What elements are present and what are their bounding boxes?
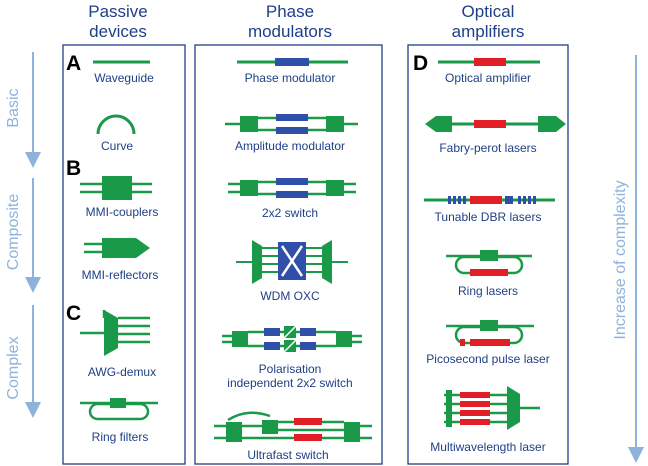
optical-amplifier-icon xyxy=(438,58,540,66)
label-waveguide: Waveguide xyxy=(94,71,154,85)
header-amplifiers-line2: amplifiers xyxy=(452,22,525,41)
label-tunable-dbr: Tunable DBR lasers xyxy=(435,210,542,224)
label-awg-demux: AWG-demux xyxy=(88,365,156,379)
letter-c: C xyxy=(66,302,81,325)
label-picosecond: Picosecond pulse laser xyxy=(426,352,549,366)
label-ring-lasers: Ring lasers xyxy=(458,284,518,298)
amplitude-modulator-icon xyxy=(225,114,358,134)
header-passive-line1: Passive xyxy=(88,2,148,21)
side-label-composite: Composite xyxy=(5,194,22,271)
label-amplitude-modulator: Amplitude modulator xyxy=(235,139,345,153)
side-label-basic: Basic xyxy=(5,88,22,127)
passive-devices-box xyxy=(62,44,186,465)
fabry-perot-laser-icon xyxy=(425,116,566,132)
label-fabry-perot: Fabry-perot lasers xyxy=(439,141,536,155)
header-amplifiers-line1: Optical xyxy=(462,2,515,21)
letter-a: A xyxy=(66,52,81,75)
label-ultrafast-switch: Ultrafast switch xyxy=(247,448,328,462)
letter-d: D xyxy=(413,52,428,75)
label-phase-modulator: Phase modulator xyxy=(245,71,336,85)
label-mmi-reflectors: MMI-reflectors xyxy=(82,268,159,282)
header-passive-line2: devices xyxy=(89,22,147,41)
side-label-complex: Complex xyxy=(5,336,22,399)
ring-filter-icon xyxy=(80,398,158,421)
polarisation-switch-icon xyxy=(222,325,362,353)
phase-modulators-box xyxy=(194,44,383,465)
ultrafast-switch-icon xyxy=(214,411,372,442)
mmi-coupler-icon xyxy=(80,176,152,200)
picosecond-pulse-laser-icon xyxy=(446,320,534,346)
label-ring-filters: Ring filters xyxy=(92,430,149,444)
ring-laser-icon xyxy=(446,250,532,276)
tunable-dbr-laser-icon xyxy=(424,196,555,204)
awg-demux-icon xyxy=(80,310,150,356)
label-polarisation-line1: Polarisation xyxy=(259,362,322,376)
wdm-oxc-icon xyxy=(236,240,348,284)
label-2x2-switch: 2x2 switch xyxy=(262,206,318,220)
label-wdm-oxc: WDM OXC xyxy=(260,289,320,303)
side-label-complexity: Increase of complexity xyxy=(612,180,629,339)
header-phase-line1: Phase xyxy=(266,2,314,21)
multiwavelength-laser-icon xyxy=(444,386,540,430)
label-optical-amplifier: Optical amplifier xyxy=(445,71,531,85)
mmi-reflector-icon xyxy=(84,238,150,258)
curve-icon xyxy=(96,114,136,135)
label-curve: Curve xyxy=(101,139,133,153)
switch-2x2-icon xyxy=(228,178,356,198)
label-multiwavelength: Multiwavelength laser xyxy=(430,440,545,454)
letter-b: B xyxy=(66,157,81,180)
optical-amplifiers-box xyxy=(407,44,569,465)
phase-modulator-icon xyxy=(237,58,348,66)
header-phase-line2: modulators xyxy=(248,22,332,41)
label-mmi-couplers: MMI-couplers xyxy=(86,205,159,219)
label-polarisation-line2: independent 2x2 switch xyxy=(227,376,352,390)
